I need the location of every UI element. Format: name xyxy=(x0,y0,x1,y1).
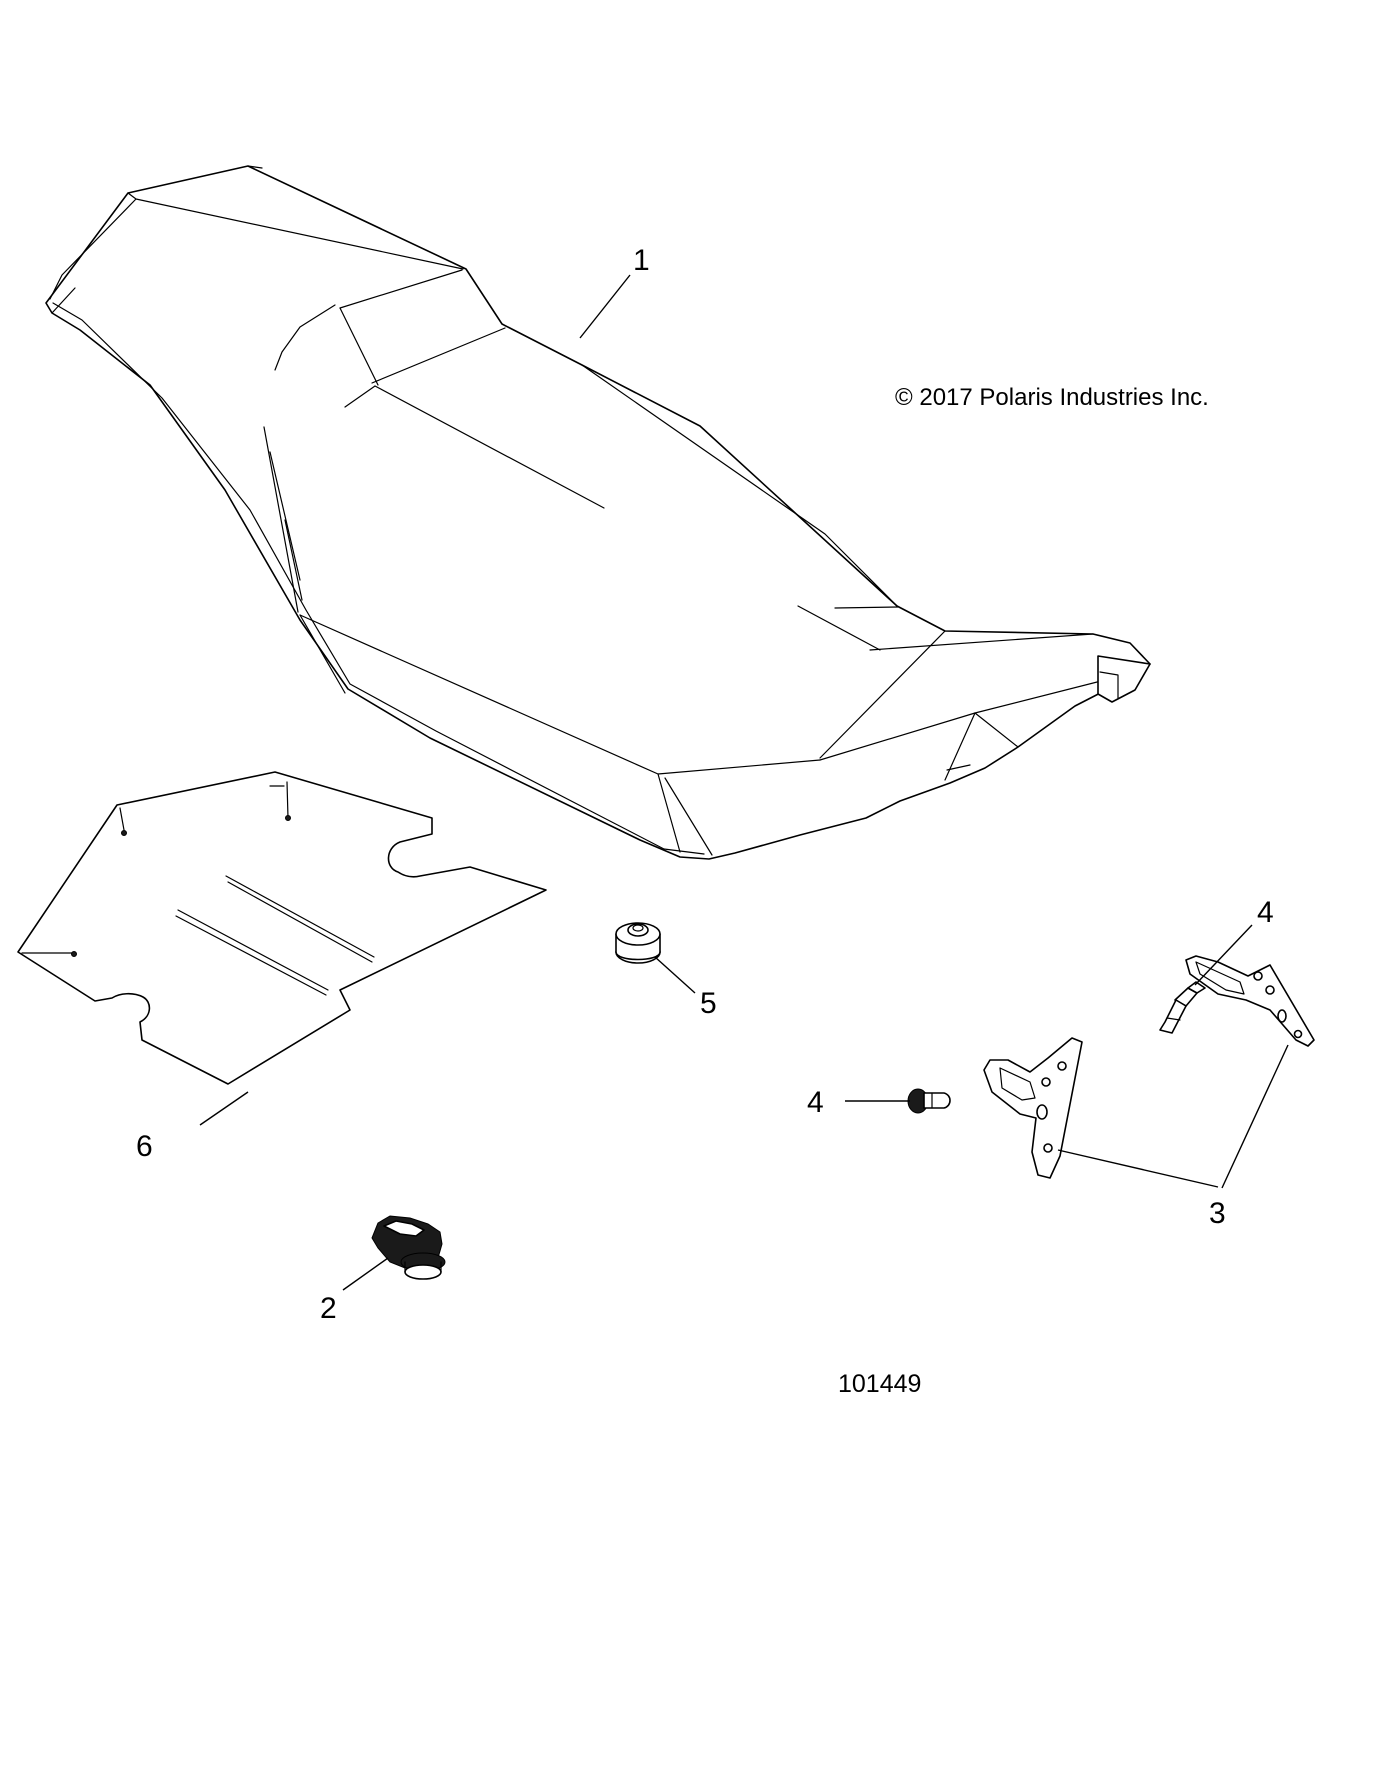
diagram-reference-number: 101449 xyxy=(838,1370,921,1398)
leader-1 xyxy=(579,274,631,339)
callout-4-lower: 4 xyxy=(807,1086,824,1119)
seat-hinge-bracket-right xyxy=(1185,955,1315,1047)
screw-upper xyxy=(1159,981,1206,1034)
rubber-bumper xyxy=(615,922,661,964)
seat-base-pad xyxy=(17,771,547,1085)
leader-3a xyxy=(1057,1149,1219,1188)
callout-5: 5 xyxy=(700,987,717,1020)
callout-6: 6 xyxy=(136,1130,153,1163)
screw-lower xyxy=(907,1088,951,1114)
leader-3b xyxy=(1221,1044,1289,1189)
seat-hinge-bracket-left xyxy=(983,1037,1083,1179)
leader-5 xyxy=(654,956,696,994)
callout-2: 2 xyxy=(320,1292,337,1325)
callout-4-upper: 4 xyxy=(1257,896,1274,929)
callout-3: 3 xyxy=(1209,1197,1226,1230)
copyright-notice: © 2017 Polaris Industries Inc. xyxy=(895,384,1209,411)
seat-assembly xyxy=(45,165,1151,860)
callout-1: 1 xyxy=(633,244,650,277)
leader-4-upper xyxy=(1194,924,1253,986)
leader-6 xyxy=(199,1091,249,1126)
leader-lines xyxy=(199,274,1289,1291)
leader-2 xyxy=(342,1257,389,1291)
seat-latch xyxy=(371,1215,446,1280)
